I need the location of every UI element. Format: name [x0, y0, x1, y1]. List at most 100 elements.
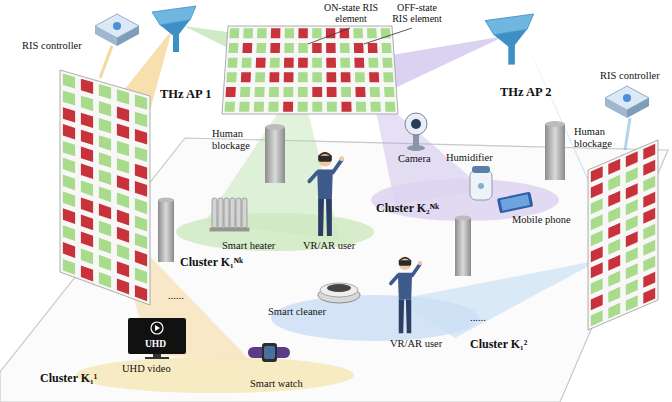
off-state-element	[271, 28, 281, 38]
off-state-element	[341, 102, 351, 112]
on-state-element	[135, 94, 147, 109]
off-state-element	[608, 223, 620, 239]
off-state-element	[643, 192, 655, 208]
on-state-element	[255, 72, 265, 82]
on-state-element	[99, 255, 111, 271]
thz-access-point	[485, 14, 533, 65]
off-state-element	[63, 107, 75, 122]
on-state-element	[327, 102, 337, 112]
beam	[110, 215, 250, 360]
off-state-element	[608, 159, 620, 175]
illustration-part	[265, 127, 285, 183]
on-state-element	[591, 230, 603, 246]
illustration-part	[405, 113, 427, 135]
on-state-element	[643, 176, 655, 192]
ris-board	[222, 26, 398, 114]
camera-icon	[405, 113, 427, 151]
off-state-element	[81, 79, 93, 94]
cluster-ellipse	[270, 294, 480, 342]
illustration-part	[218, 198, 223, 228]
cluster-ellipse	[75, 356, 355, 394]
vr-user-figure	[391, 257, 423, 333]
off-state-element	[135, 164, 147, 180]
on-state-element	[242, 58, 252, 68]
ris-panel	[588, 140, 658, 330]
off-state-element	[135, 181, 147, 197]
beam	[395, 260, 600, 338]
illustration-part	[627, 98, 649, 118]
beam	[120, 30, 172, 118]
device-label: Mobile phone	[512, 214, 571, 226]
off-state-element	[81, 113, 93, 128]
on-state-element	[63, 192, 75, 208]
on-state-element	[608, 239, 620, 255]
illustration-part	[478, 183, 484, 189]
on-state-element	[63, 259, 75, 275]
illustration-part	[262, 343, 277, 362]
illustration-part	[413, 134, 419, 146]
off-state-element	[256, 58, 266, 68]
on-state-element	[626, 295, 638, 311]
on-state-element	[608, 271, 620, 287]
on-state-element	[63, 141, 75, 156]
on-state-element	[608, 287, 620, 303]
off-state-element	[63, 208, 75, 224]
illustration-part	[455, 218, 471, 276]
off-state-element	[241, 72, 251, 82]
on-state-element	[312, 72, 322, 82]
illustration-part	[623, 94, 631, 102]
on-state-element	[99, 187, 111, 203]
on-state-element	[353, 28, 363, 38]
off-state-element	[298, 28, 307, 38]
illustration-part	[230, 198, 235, 228]
illustration-part	[470, 170, 492, 200]
on-state-element	[99, 169, 111, 185]
smart-watch-icon	[248, 343, 290, 362]
on-state-element	[382, 58, 392, 68]
illustration-part	[407, 145, 425, 151]
cluster-label: Cluster K₁¹	[40, 372, 97, 385]
on-state-element	[285, 28, 295, 38]
off-state-element	[608, 191, 620, 207]
off-state-element	[117, 175, 129, 191]
illustration-part	[224, 198, 229, 228]
on-state-element	[643, 256, 655, 272]
off-state-element	[269, 72, 279, 82]
on-state-element	[370, 102, 381, 112]
off-state-element	[327, 87, 337, 97]
on-state-element	[254, 87, 264, 97]
on-state-element	[227, 58, 237, 68]
off-state-element	[355, 87, 365, 97]
device-label: UHD video	[122, 363, 171, 375]
on-state-element	[283, 87, 293, 97]
off-state-element	[626, 231, 638, 247]
on-state-element	[355, 72, 365, 82]
device-label: Smart heater	[222, 240, 275, 252]
off-state-element	[81, 147, 93, 163]
on-state-element	[370, 87, 380, 97]
on-state-element	[382, 43, 392, 53]
on-state-element	[99, 84, 111, 99]
off-state-element	[117, 261, 129, 277]
beam	[362, 36, 505, 96]
off-state-element	[81, 215, 93, 231]
off-state-element	[591, 262, 603, 278]
on-state-element	[99, 221, 111, 237]
off-state-element	[326, 43, 336, 53]
off-state-element	[298, 58, 308, 68]
off-state-element	[284, 72, 294, 82]
on-state-element	[257, 28, 267, 38]
on-state-element	[81, 96, 93, 111]
on-state-element	[591, 198, 603, 214]
text-label: Human blockage	[212, 128, 262, 151]
beam	[372, 92, 485, 205]
on-state-element	[99, 135, 111, 151]
cluster-ellipse-shape	[271, 295, 479, 341]
on-state-element	[608, 303, 620, 319]
off-state-element	[99, 204, 111, 220]
off-state-element	[135, 129, 147, 145]
on-state-element	[254, 102, 264, 112]
on-state-element	[626, 263, 638, 279]
illustration-part	[411, 119, 421, 129]
